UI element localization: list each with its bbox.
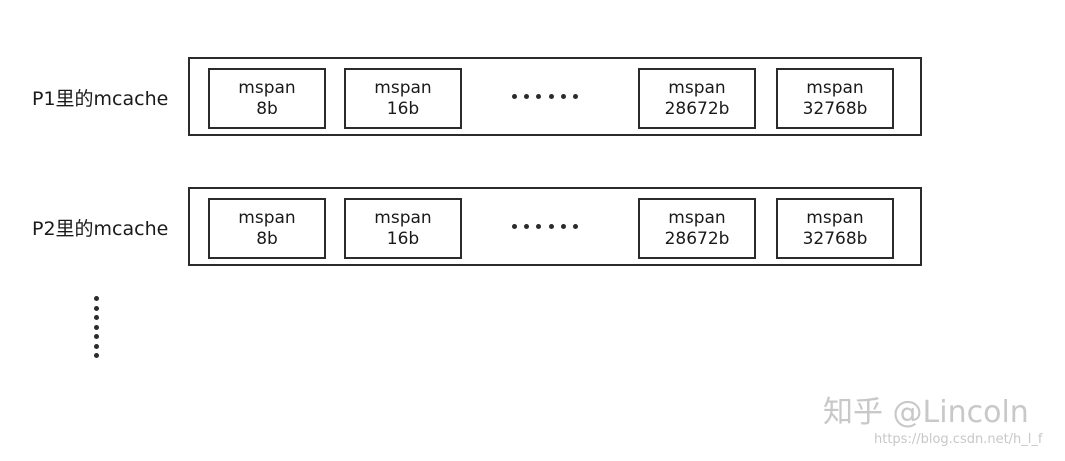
- mspan-cell: mspan 32768b: [776, 198, 894, 259]
- dot: [548, 93, 554, 99]
- mspan-cell-size: 16b: [386, 228, 420, 249]
- mspan-cell-title: mspan: [806, 207, 864, 228]
- mspan-cell-title: mspan: [806, 77, 864, 98]
- dot: [524, 93, 530, 99]
- dot: [524, 223, 530, 229]
- mspan-cell: mspan 32768b: [776, 68, 894, 129]
- mspan-cell: mspan 16b: [344, 68, 462, 129]
- mcache-box-p2: mspan 8b mspan 16b mspan 28672b mspan 32…: [188, 187, 922, 266]
- dot: [512, 223, 517, 229]
- vertical-ellipsis: [94, 296, 99, 358]
- dot: [536, 223, 542, 229]
- dot: [572, 223, 578, 229]
- mcache-box-p1: mspan 8b mspan 16b mspan 28672b mspan 32…: [188, 57, 922, 136]
- dot: [94, 305, 99, 311]
- dot: [94, 334, 99, 339]
- row-label-p1: P1里的mcache: [32, 88, 169, 110]
- dot: [94, 315, 99, 320]
- mspan-cell-size: 32768b: [802, 228, 868, 249]
- dot: [536, 93, 542, 99]
- dot: [548, 223, 554, 229]
- dot: [94, 324, 99, 330]
- mspan-cell-size: 28672b: [664, 98, 730, 119]
- mspan-cell-size: 28672b: [664, 228, 730, 249]
- horizontal-ellipsis: [512, 86, 578, 106]
- dot: [94, 353, 99, 358]
- mspan-cell-size: 16b: [386, 98, 420, 119]
- horizontal-ellipsis: [512, 216, 578, 236]
- dot: [94, 343, 99, 349]
- mspan-cell-size: 8b: [256, 98, 278, 119]
- mspan-cell: mspan 16b: [344, 198, 462, 259]
- dot: [94, 296, 99, 301]
- mspan-cell: mspan 28672b: [638, 198, 756, 259]
- dot: [572, 93, 578, 99]
- mspan-cell: mspan 8b: [208, 68, 326, 129]
- row-label-p2: P2里的mcache: [32, 218, 169, 240]
- mspan-cell-size: 8b: [256, 228, 278, 249]
- dot: [560, 93, 566, 99]
- watermark-author: 知乎 @Lincoln: [823, 395, 1029, 430]
- mspan-cell-title: mspan: [668, 207, 726, 228]
- mspan-cell-title: mspan: [374, 207, 432, 228]
- mspan-cell-title: mspan: [238, 77, 296, 98]
- dot: [512, 93, 517, 99]
- dot: [560, 223, 566, 229]
- watermark-url: https://blog.csdn.net/h_l_f: [874, 432, 1043, 447]
- mspan-cell-size: 32768b: [802, 98, 868, 119]
- mspan-cell-title: mspan: [238, 207, 296, 228]
- mspan-cell-title: mspan: [374, 77, 432, 98]
- mspan-cell: mspan 8b: [208, 198, 326, 259]
- mspan-cell-title: mspan: [668, 77, 726, 98]
- mspan-cell: mspan 28672b: [638, 68, 756, 129]
